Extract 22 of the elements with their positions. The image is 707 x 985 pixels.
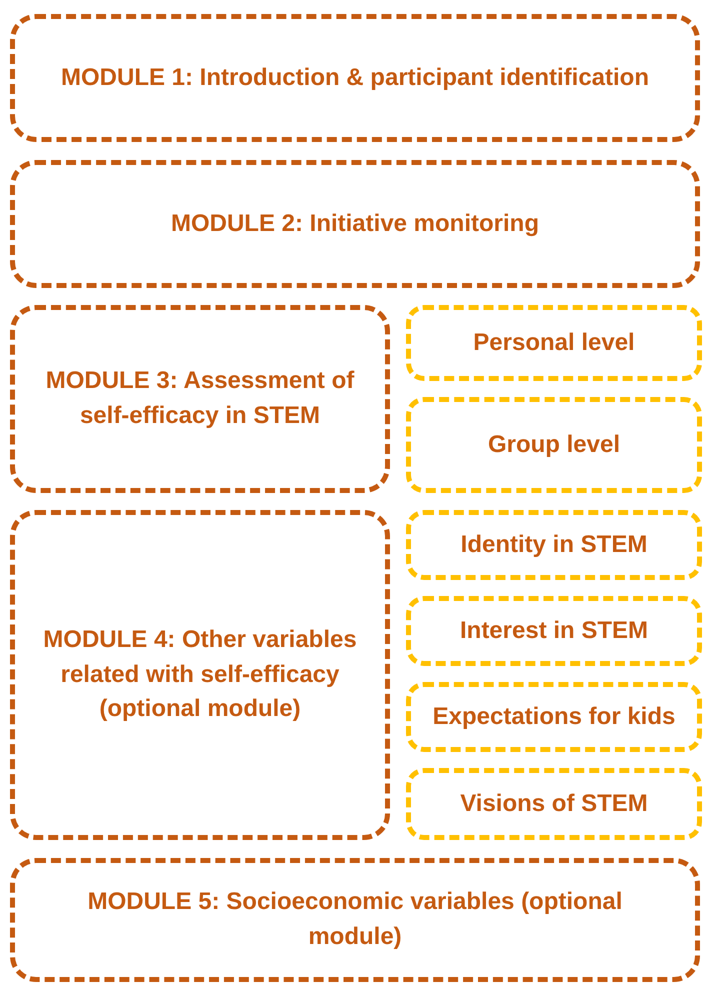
subtopic-box bbox=[406, 682, 702, 752]
subtopic-label: Identity in STEM bbox=[460, 530, 648, 560]
subtopic-label: Expectations for kids bbox=[432, 702, 676, 732]
module-box bbox=[10, 14, 700, 142]
module-box bbox=[10, 160, 700, 288]
subtopic-label: Personal level bbox=[473, 328, 635, 358]
module-title: MODULE 4: Other variables related with self-efficacy (optional module) bbox=[42, 624, 358, 724]
module-title: MODULE 3: Assessment of self-efficacy in STEM bbox=[44, 366, 356, 431]
subtopic-box bbox=[406, 510, 702, 580]
module-box bbox=[10, 305, 390, 493]
module-title: MODULE 1: Introduction & participant identification bbox=[61, 62, 649, 93]
subtopic-box bbox=[406, 596, 702, 666]
module-box bbox=[10, 858, 700, 982]
subtopic-box bbox=[406, 768, 702, 840]
subtopic-label: Interest in STEM bbox=[460, 616, 648, 646]
subtopic-box bbox=[406, 305, 702, 381]
subtopic-label: Group level bbox=[488, 430, 620, 460]
subtopic-label: Visions of STEM bbox=[460, 788, 648, 819]
module-box bbox=[10, 510, 390, 840]
module-title: MODULE 2: Initiative monitoring bbox=[170, 208, 539, 239]
subtopic-box bbox=[406, 397, 702, 493]
module-title: MODULE 5: Socioeconomic variables (optional module) bbox=[86, 887, 624, 952]
